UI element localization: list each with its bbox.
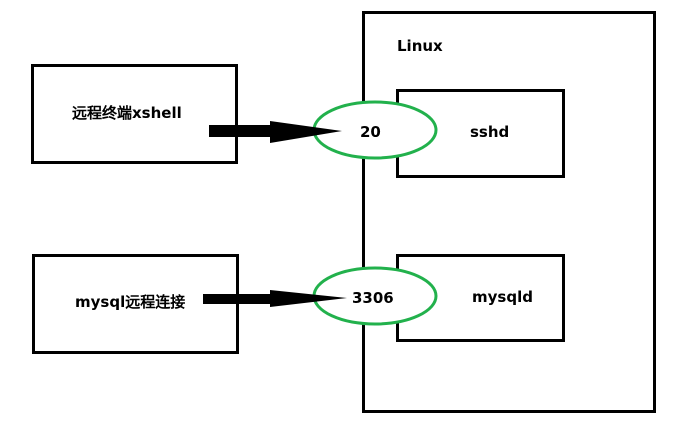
linux-host-label: Linux <box>397 37 443 55</box>
arrow-mysql-shaft <box>203 294 276 304</box>
arrow-xshell-head <box>270 121 342 143</box>
linux-host-box <box>362 11 656 413</box>
client-xshell-box <box>31 64 238 164</box>
service-sshd-label: sshd <box>470 123 509 141</box>
linux-host: Linux <box>362 11 656 413</box>
port-3306: 3306 <box>312 266 438 326</box>
arrow-mysql-head <box>270 290 347 307</box>
client-mysql-remote-label: mysql远程连接 <box>75 293 185 311</box>
port-3306-label: 3306 <box>352 289 394 307</box>
arrow-xshell-shaft <box>209 125 276 137</box>
port-20-label: 20 <box>360 123 381 141</box>
client-xshell-label: 远程终端xshell <box>72 104 182 122</box>
arrow-mysql-to-port-3306 <box>203 290 347 307</box>
service-mysqld-label: mysqld <box>472 288 533 306</box>
client-xshell: 远程终端xshell <box>31 64 238 164</box>
arrow-xshell-to-port-20 <box>209 121 342 143</box>
